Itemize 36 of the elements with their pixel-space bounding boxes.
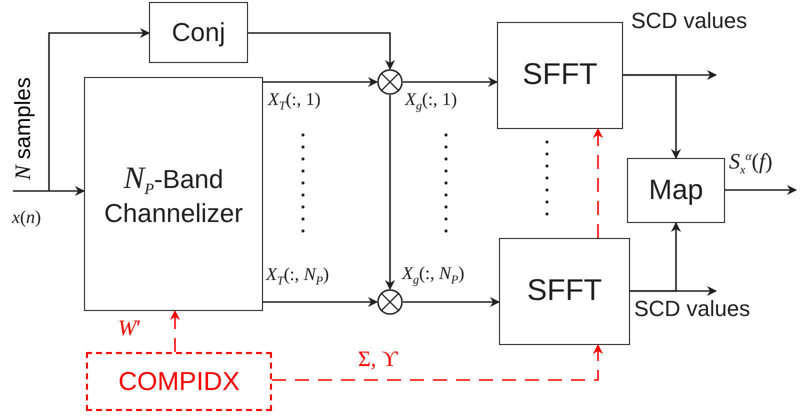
arrow bbox=[248, 32, 395, 70]
box-label: COMPIDX bbox=[117, 366, 241, 396]
arrow bbox=[263, 77, 378, 87]
box-label: SFFT bbox=[522, 58, 598, 93]
arrow bbox=[623, 74, 681, 159]
arrow bbox=[48, 28, 150, 191]
edge-label: S$_{x}$$^{α}$(f) bbox=[729, 150, 772, 176]
arrow bbox=[593, 128, 603, 238]
edge-label: Σ, ϒ bbox=[358, 348, 398, 370]
arrow bbox=[272, 344, 603, 381]
box-label: N$_{P}$-Band Channelizer bbox=[103, 160, 244, 228]
edge-label: X$_{T}$(:, 1) bbox=[268, 90, 321, 112]
arrow bbox=[170, 310, 180, 352]
box-label: SFFT bbox=[526, 274, 603, 309]
process-box bbox=[86, 352, 272, 411]
multiplier-symbol bbox=[377, 289, 403, 315]
process-box bbox=[627, 158, 725, 223]
signal-label: N samples bbox=[12, 77, 34, 180]
box-label: Map bbox=[648, 174, 704, 207]
process-box bbox=[497, 22, 623, 129]
multiplier-symbol bbox=[377, 69, 403, 95]
edge-label: x(n) bbox=[12, 208, 41, 226]
process-box bbox=[499, 238, 630, 345]
process-box bbox=[84, 77, 263, 311]
edge-label: X$_{g}$(:, 1) bbox=[405, 90, 457, 112]
arrow bbox=[13, 186, 85, 196]
edge-label: X$_{g}$(:, N$_{P}$) bbox=[402, 264, 464, 286]
edge-label: X$_{T}$(:, N$_{P}$) bbox=[266, 265, 330, 287]
process-box bbox=[149, 2, 248, 63]
arrow bbox=[630, 222, 681, 292]
box-label: Conj bbox=[170, 18, 226, 48]
arrow bbox=[263, 297, 378, 307]
arrow bbox=[385, 95, 395, 290]
arrow bbox=[403, 297, 500, 307]
arrow bbox=[403, 77, 498, 87]
arrow bbox=[725, 185, 797, 195]
